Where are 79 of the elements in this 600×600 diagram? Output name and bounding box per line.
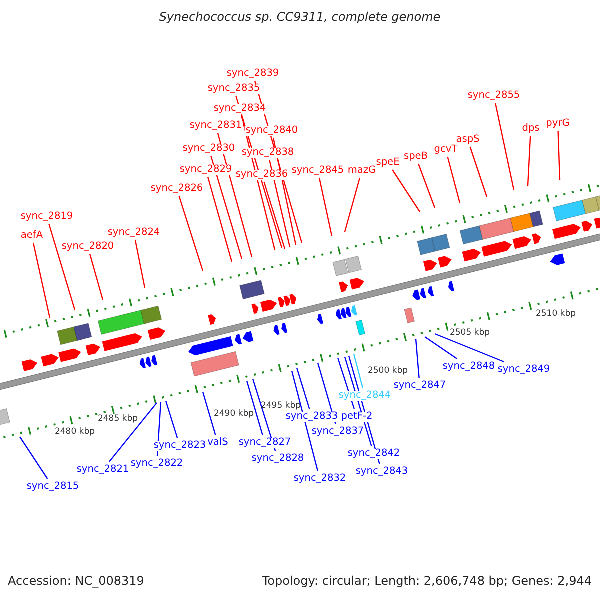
gene-label: sync_2844 xyxy=(338,391,392,401)
gene-label: aspS xyxy=(455,135,481,145)
gene-label: sync_2845 xyxy=(290,166,346,176)
gene-label: aefA xyxy=(20,231,44,241)
leader-line xyxy=(210,156,243,260)
gene-label: sync_2828 xyxy=(250,454,306,464)
gene-label: sync_2830 xyxy=(182,144,236,154)
gene-label: sync_2840 xyxy=(244,126,300,136)
leader-line xyxy=(134,240,146,288)
scale-label: 2505 kbp xyxy=(450,328,490,338)
gene-label: sync_2847 xyxy=(392,381,448,391)
leader-line xyxy=(20,436,48,480)
gene-label: sync_2848 xyxy=(442,362,496,372)
leader-line xyxy=(178,196,204,272)
gene-label: speE xyxy=(375,158,401,168)
gene-label: sync_2821 xyxy=(76,465,130,475)
gene-label: sync_2834 xyxy=(212,104,268,114)
gene-label: sync_2836 xyxy=(234,170,290,180)
gene-label: dps xyxy=(521,124,541,134)
gene-label: pyrG xyxy=(545,119,571,129)
leader-line xyxy=(392,170,420,212)
gene-label: valS xyxy=(206,438,230,448)
scale-label: 2510 kbp xyxy=(536,310,576,318)
gene-label: sync_2822 xyxy=(130,459,184,469)
leader-line xyxy=(558,130,561,180)
gene-label: sync_2843 xyxy=(354,467,410,477)
leader-line xyxy=(418,164,436,208)
leader-line xyxy=(202,392,216,436)
gene-label: sync_2829 xyxy=(178,165,234,175)
leader-line xyxy=(291,370,318,472)
gene-label: sync_2819 xyxy=(20,212,74,222)
leader-line xyxy=(344,178,361,232)
gene-label: speB xyxy=(402,152,430,162)
leader-line xyxy=(494,102,515,190)
gene-label: sync_2838 xyxy=(240,148,296,158)
gene-label: sync_2820 xyxy=(60,242,116,252)
gene-label: mazG xyxy=(346,166,378,176)
accession-text: Accession: NC_008319 xyxy=(8,575,144,587)
leader-line xyxy=(296,368,310,410)
gene-label: sync_2849 xyxy=(496,365,552,375)
gene-label: sync_2827 xyxy=(238,438,292,448)
gene-label: sync_2855 xyxy=(466,91,522,101)
gene-label: sync_2824 xyxy=(106,228,162,238)
scale-label: 2485 kbp xyxy=(98,414,138,424)
gene-label: gcvT xyxy=(433,145,459,155)
leader-line xyxy=(318,178,333,236)
gene-label: sync_2833 xyxy=(284,412,340,422)
gene-label: petF-2 xyxy=(340,412,374,422)
leader-line xyxy=(207,176,233,262)
gene-label: sync_2826 xyxy=(150,184,204,194)
leader-line xyxy=(470,146,488,198)
leader-line xyxy=(32,242,51,318)
leader-line xyxy=(424,336,458,360)
genome-summary-text: Topology: circular; Length: 2,606,748 bp; Genes: 2,944 xyxy=(262,575,592,587)
gene-label: sync_2842 xyxy=(346,449,402,459)
leader-line xyxy=(415,338,420,378)
gene-label: sync_2835 xyxy=(206,84,262,94)
gene-label: sync_2823 xyxy=(152,441,208,451)
scale-label: 2480 kbp xyxy=(54,428,96,436)
leader-line xyxy=(269,160,291,248)
leader-line xyxy=(264,182,286,250)
gene-label: sync_2832 xyxy=(292,474,348,484)
leader-line xyxy=(89,254,104,300)
leader-line xyxy=(353,354,364,388)
leader-line xyxy=(246,380,264,436)
leader-line xyxy=(48,224,76,310)
gene-label: sync_2839 xyxy=(226,69,280,79)
gene-label: sync_2837 xyxy=(310,427,366,437)
scale-label: 2500 kbp xyxy=(368,366,408,376)
gene-label: sync_2831 xyxy=(188,121,244,131)
leader-line xyxy=(108,402,158,462)
scale-label: 2490 kbp xyxy=(214,410,254,418)
scale-label: 2495 kbp xyxy=(260,402,302,410)
leader-line xyxy=(447,156,461,204)
title: Synechococcus sp. CC9311, complete genome xyxy=(158,11,442,23)
leader-line xyxy=(527,136,532,186)
gene-label: sync_2815 xyxy=(26,482,80,492)
leader-line xyxy=(434,333,504,363)
leader-line xyxy=(165,400,178,438)
